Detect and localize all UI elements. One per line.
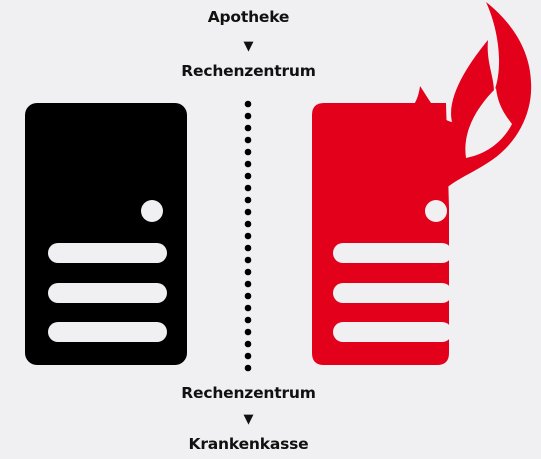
server-icon xyxy=(25,103,187,365)
bottom-source-label: Rechenzentrum xyxy=(181,384,316,402)
top-arrow: ▼ xyxy=(243,39,254,54)
burning-server-icon xyxy=(312,103,452,365)
bottom-target-label: Krankenkasse xyxy=(188,435,309,453)
top-source-label: Apotheke xyxy=(207,8,290,26)
dotted-separator xyxy=(244,100,252,372)
top-target-label: Rechenzentrum xyxy=(181,62,316,80)
bottom-arrow: ▼ xyxy=(243,412,254,427)
